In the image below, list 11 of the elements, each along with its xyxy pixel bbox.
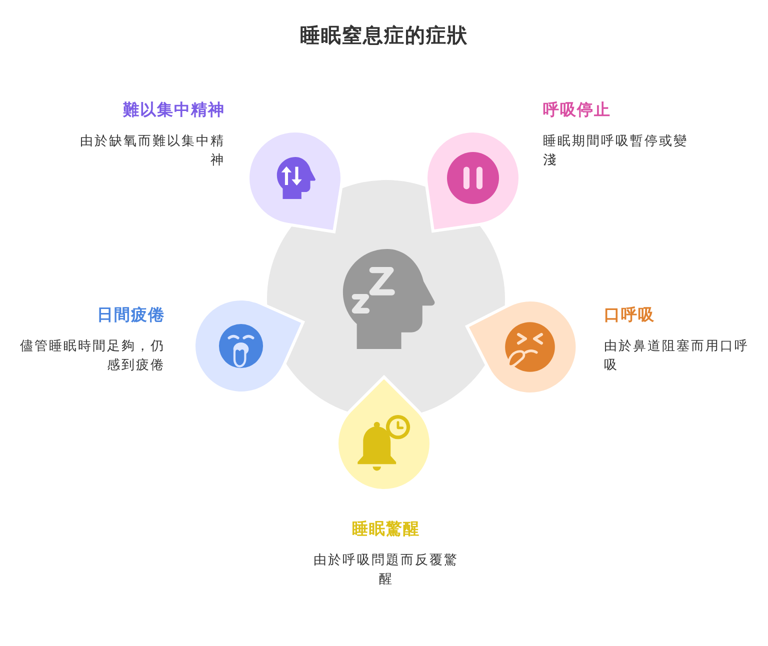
symptom-heading: 日間疲倦 bbox=[96, 304, 165, 326]
symptom-heading: 難以集中精神 bbox=[122, 99, 225, 121]
symptom-description: 儘管睡眠時間足夠，仍感到疲倦 bbox=[19, 338, 165, 375]
symptom-heading: 睡眠驚醒 bbox=[351, 518, 421, 540]
symptom-description: 由於缺氧而難以集中精神 bbox=[79, 133, 225, 170]
symptom-description: 由於呼吸問題而反覆驚醒 bbox=[312, 552, 460, 589]
symptom-heading: 呼吸停止 bbox=[543, 99, 612, 121]
symptom-description: 睡眠期間呼吸暫停或變淺 bbox=[543, 133, 689, 170]
diagram-title: 睡眠窒息症的症狀 bbox=[300, 22, 468, 49]
symptom-heading: 口呼吸 bbox=[604, 304, 656, 326]
symptom-description: 由於鼻道阻塞而用口呼吸 bbox=[604, 338, 750, 375]
